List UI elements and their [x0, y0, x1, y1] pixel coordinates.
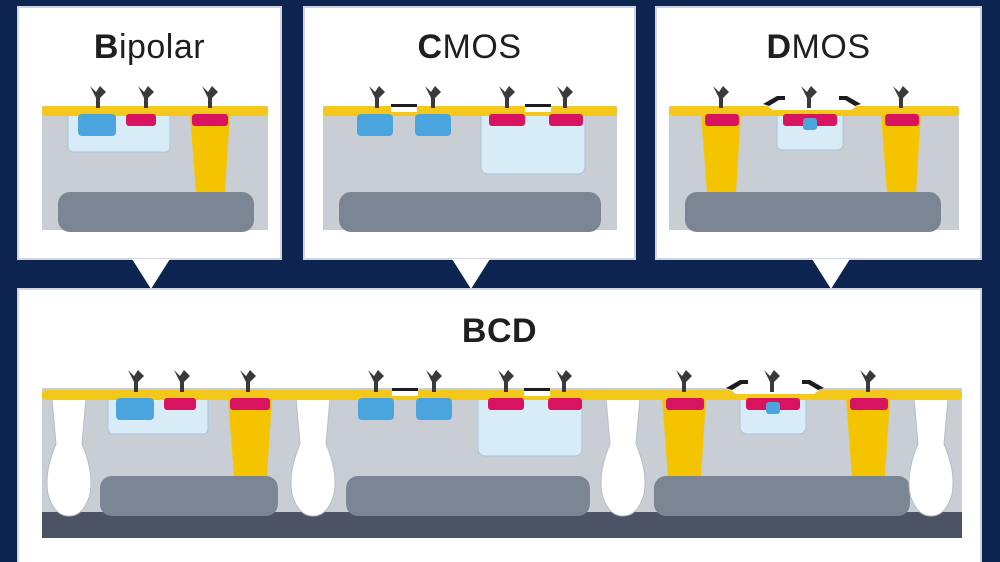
- buried-layer: [685, 192, 941, 232]
- p-diffusion: [489, 114, 525, 126]
- isolation-well: [290, 397, 336, 517]
- p-diffusion: [488, 398, 524, 410]
- metal-contact: [557, 86, 573, 108]
- p-well: [480, 113, 586, 175]
- deep-trench: [881, 114, 921, 192]
- cmos-title: CMOS: [305, 28, 634, 67]
- metal-contact: [202, 86, 218, 108]
- bipolar-title: Bipolar: [19, 28, 280, 67]
- deep-trench: [846, 398, 890, 476]
- bottom-band: [42, 512, 962, 538]
- n-diffusion: [766, 402, 780, 414]
- cmos-title-rest: MOS: [442, 28, 522, 66]
- dmos-device-cross-section: [669, 86, 959, 232]
- gate-oxide: [525, 104, 551, 112]
- p-diffusion: [126, 114, 156, 126]
- dmos-title-rest: MOS: [791, 28, 871, 66]
- p-well: [477, 397, 583, 457]
- p-diffusion: [164, 398, 196, 410]
- metal-contact: [860, 370, 876, 392]
- buried-layer: [58, 192, 254, 232]
- metal-contact: [764, 370, 780, 392]
- oxide-strip: [669, 106, 959, 116]
- metal-contact: [676, 370, 692, 392]
- gate: [392, 388, 418, 391]
- cmos-title-lead: C: [417, 28, 443, 66]
- gate: [802, 380, 824, 390]
- gate: [524, 388, 550, 391]
- metal-contact: [556, 370, 572, 392]
- metal-contact: [174, 370, 190, 392]
- deep-trench: [228, 398, 272, 476]
- gate-oxide: [392, 388, 418, 396]
- p-diffusion: [230, 398, 270, 410]
- deep-trench: [662, 398, 706, 476]
- isolation-well: [908, 397, 954, 517]
- p-diffusion: [549, 114, 583, 126]
- n-diffusion: [116, 398, 154, 420]
- p-diffusion: [885, 114, 919, 126]
- gate-oxide: [728, 382, 822, 394]
- buried-layer: [654, 476, 910, 516]
- buried-layer: [100, 476, 278, 516]
- metal-contact: [893, 86, 909, 108]
- metal-contact: [128, 370, 144, 392]
- gate: [763, 96, 785, 106]
- gate-oxide: [524, 388, 550, 396]
- gate: [726, 380, 748, 390]
- metal-contact: [426, 370, 442, 392]
- bipolar-device-cross-section: [42, 86, 268, 232]
- gate: [525, 104, 551, 107]
- dmos-pointer: [812, 259, 850, 289]
- bipolar-title-lead: B: [93, 28, 119, 66]
- metal-contact: [90, 86, 106, 108]
- dmos-title: DMOS: [657, 28, 980, 67]
- buried-layer: [339, 192, 601, 232]
- metal-contact: [713, 86, 729, 108]
- metal-contact: [425, 86, 441, 108]
- cmos-device-cross-section: [323, 86, 617, 232]
- isolation-well: [46, 397, 92, 517]
- gate: [839, 96, 861, 106]
- p-diffusion: [192, 114, 228, 126]
- metal-contact: [369, 86, 385, 108]
- gate-oxide: [391, 104, 417, 112]
- bipolar-pointer: [132, 259, 170, 289]
- p-diffusion: [666, 398, 704, 410]
- n-diffusion: [358, 398, 394, 420]
- n-diffusion: [415, 114, 451, 136]
- metal-contact: [498, 370, 514, 392]
- oxide-strip: [42, 106, 268, 116]
- bcd-device-cross-section: [42, 370, 962, 538]
- metal-contact: [240, 370, 256, 392]
- metal-contact: [138, 86, 154, 108]
- deep-trench: [701, 114, 741, 192]
- deep-trench: [190, 114, 230, 192]
- n-diffusion: [803, 118, 817, 130]
- p-diffusion: [705, 114, 739, 126]
- n-diffusion: [357, 114, 393, 136]
- gate: [391, 104, 417, 107]
- metal-contact: [499, 86, 515, 108]
- bipolar-title-rest: ipolar: [118, 28, 206, 66]
- n-diffusion: [78, 114, 116, 136]
- p-diffusion: [548, 398, 582, 410]
- isolation-well: [600, 397, 646, 517]
- cmos-pointer: [452, 259, 490, 289]
- buried-layer: [346, 476, 590, 516]
- bcd-title: BCD: [461, 312, 538, 350]
- gate-oxide: [765, 98, 859, 110]
- metal-contact: [368, 370, 384, 392]
- p-diffusion: [850, 398, 888, 410]
- metal-contact: [801, 86, 817, 108]
- n-diffusion: [416, 398, 452, 420]
- oxide-strip: [42, 390, 962, 400]
- dmos-title-lead: D: [766, 28, 792, 66]
